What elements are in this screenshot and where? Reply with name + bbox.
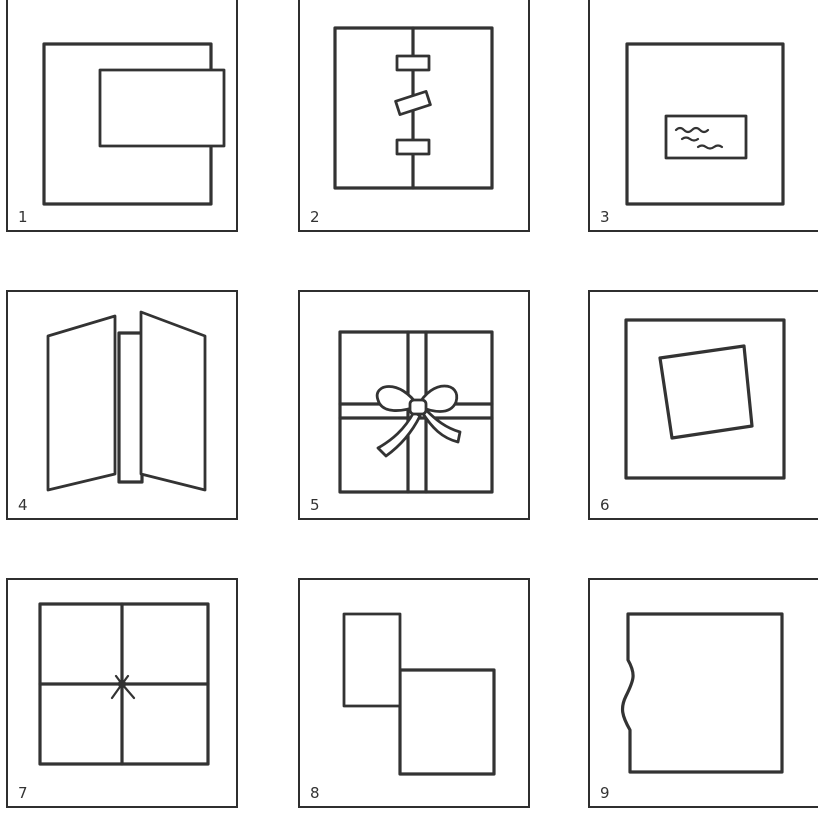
panel-2: 2 [298,0,530,232]
overlapping-rectangle-card-drawing [8,0,236,230]
panel-number: 3 [600,210,610,225]
gatefold-card-drawing [8,292,236,518]
ribbon-cross-card-drawing [8,580,236,806]
taped-card-drawing [300,0,528,230]
panel-number: 5 [310,498,320,513]
panel-number: 1 [18,210,28,225]
panel-8: 8 [298,578,530,808]
panel-1: 1 [6,0,238,232]
panel-4: 4 [6,290,238,520]
tilted-square-card-drawing [590,292,818,518]
panel-number: 7 [18,786,28,801]
panel-number: 9 [600,786,610,801]
panel-5: 5 [298,290,530,520]
panel-number: 2 [310,210,320,225]
panel-9: 9 [588,578,818,808]
gift-bow-card-drawing [300,292,528,518]
panel-7: 7 [6,578,238,808]
panel-6: 6 [588,290,818,520]
panel-3: 3 [588,0,818,232]
wavy-edge-card-drawing [590,580,818,806]
card-with-label-drawing [590,0,818,230]
offset-rectangles-card-drawing [300,580,528,806]
panel-number: 8 [310,786,320,801]
panel-number: 4 [18,498,28,513]
panel-number: 6 [600,498,610,513]
